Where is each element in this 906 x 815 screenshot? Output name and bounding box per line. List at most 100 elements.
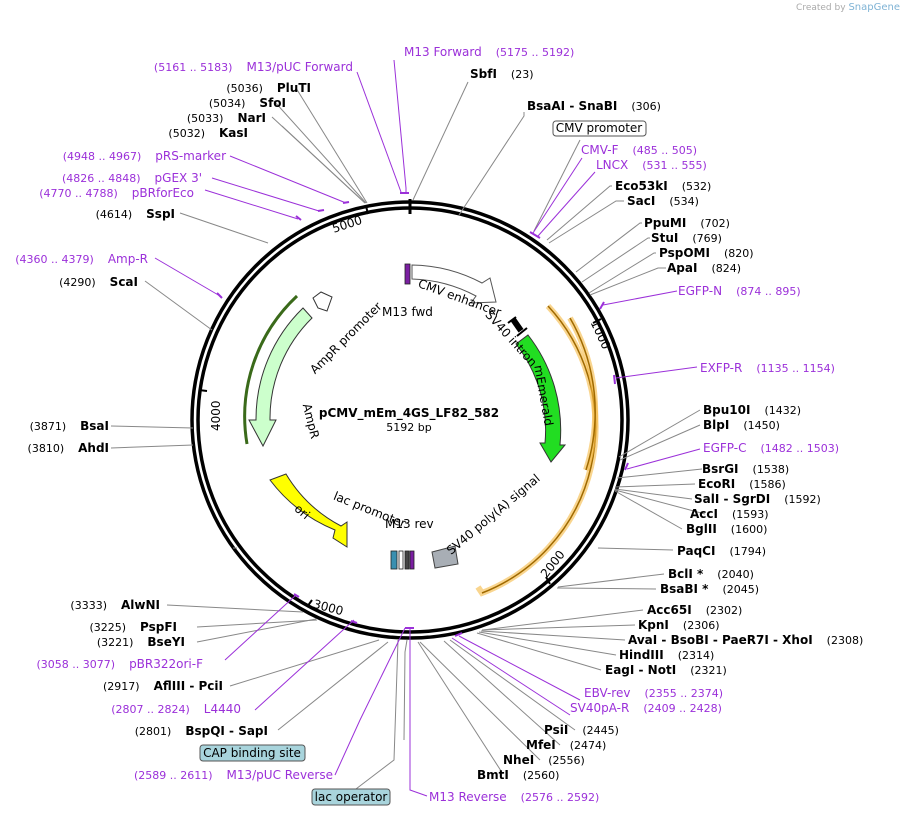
boxed-feature-labels: CMV promoter CAP binding site lac operat… <box>199 120 647 806</box>
label-m13-rev: M13 rev <box>385 517 434 531</box>
primer-sv40pa-r[interactable]: SV40pA-R(2409 .. 2428) <box>570 701 722 715</box>
enzyme-psii[interactable]: PsiI(2445) <box>544 723 619 737</box>
enzyme-bseyi[interactable]: (3221)BseYI <box>97 635 185 649</box>
primer-leaders <box>154 59 701 797</box>
tick-1000 <box>592 318 602 324</box>
primer-m13puc-forward[interactable]: (5161 .. 5183)M13/pUC Forward <box>154 60 353 74</box>
cap-binding-site-box[interactable] <box>199 744 306 762</box>
enzyme-apai[interactable]: ApaI(824) <box>667 261 741 275</box>
enzyme-acci[interactable]: AccI(1593) <box>690 507 769 521</box>
primer-ticks <box>216 192 629 637</box>
tick-label-4000: 4000 <box>209 400 223 431</box>
enzyme-bcli[interactable]: BclI *(2040) <box>668 567 754 581</box>
plasmid-name: pCMV_mEm_4GS_LF82_582 <box>319 406 499 421</box>
m13-rev-primer-block[interactable] <box>409 550 415 570</box>
enzyme-blpi[interactable]: BlpI(1450) <box>703 418 780 432</box>
primer-m13-forward[interactable]: M13 Forward(5175 .. 5192) <box>404 45 574 59</box>
primer-l4440[interactable]: (2807 .. 2824)L4440 <box>111 702 241 716</box>
enzyme-sali[interactable]: SalI - SgrDI(1592) <box>694 492 821 506</box>
primer-m13-reverse[interactable]: M13 Reverse(2576 .. 2592) <box>429 790 599 804</box>
enzyme-stui[interactable]: StuI(769) <box>651 231 722 245</box>
enzyme-ahdi[interactable]: (3810)AhdI <box>28 441 109 455</box>
credit-prefix: Created by <box>796 3 846 13</box>
sv40-intron-cap1 <box>507 316 517 324</box>
m13-fwd-block[interactable] <box>404 263 411 285</box>
cmv-promoter-box[interactable] <box>552 120 647 137</box>
sv40-polya-block[interactable] <box>431 545 459 569</box>
primer-pbr322ori-f[interactable]: (3058 .. 3077)pBR322ori-F <box>37 657 204 671</box>
enzyme-eagi[interactable]: EagI - NotI(2321) <box>605 663 727 677</box>
primer-labels: M13 Forward(5175 .. 5192) (5161 .. 5183)… <box>15 45 839 804</box>
enzyme-acc65i[interactable]: Acc65I(2302) <box>647 603 742 617</box>
enzyme-pspomi[interactable]: PspOMI(820) <box>659 246 754 260</box>
enzyme-sfoi[interactable]: (5034)SfoI <box>209 96 286 110</box>
enzyme-ppumi[interactable]: PpuMI(702) <box>644 216 730 230</box>
enzyme-labels: SbfI(23) BsaAI - SnaBI(306) Eco53kI(532)… <box>28 67 864 782</box>
enzyme-kasi[interactable]: (5032)KasI <box>168 126 248 140</box>
lac-promoter-block[interactable] <box>390 550 398 570</box>
primer-amp-r[interactable]: (4360 .. 4379)Amp-R <box>15 252 148 266</box>
enzyme-avai[interactable]: AvaI - BsoBI - PaeR7I - XhoI(2308) <box>628 633 863 647</box>
enzyme-bsrgi[interactable]: BsrGI(1538) <box>702 462 789 476</box>
primer-ebv-rev[interactable]: EBV-rev(2355 .. 2374) <box>584 686 723 700</box>
enzyme-alwni[interactable]: (3333)AlwNI <box>70 598 160 612</box>
tick-2000 <box>545 576 551 585</box>
enzyme-pluti[interactable]: (5036)PluTI <box>226 81 311 95</box>
label-ampr-promoter: AmpR promoter <box>307 299 384 376</box>
primer-pbrforeco[interactable]: (4770 .. 4788)pBRforEco <box>39 186 194 200</box>
primer-egfp-c[interactable]: EGFP-C(1482 .. 1503) <box>703 441 839 455</box>
feature-arcs <box>243 263 599 597</box>
m13-rev-block[interactable] <box>404 550 410 570</box>
plasmid-length: 5192 bp <box>386 421 431 434</box>
sv40-intron-mark[interactable] <box>510 317 524 333</box>
enzyme-nari[interactable]: (5033)NarI <box>187 111 266 125</box>
enzyme-mfei[interactable]: MfeI(2474) <box>526 738 606 752</box>
enzyme-bmti[interactable]: BmtI(2560) <box>477 768 559 782</box>
ampr-promoter-arrow[interactable] <box>312 291 333 312</box>
primer-cmv-f[interactable]: CMV-F(485 .. 505) <box>581 143 697 157</box>
ampr-dark-outline <box>243 294 299 445</box>
enzyme-nhei[interactable]: NheI(2556) <box>503 753 585 767</box>
cmv-enhancer-arrow[interactable] <box>411 264 497 304</box>
enzyme-sspi[interactable]: (4614)SspI <box>96 207 175 221</box>
memerald-arrow[interactable] <box>515 334 567 463</box>
primer-pgex3[interactable]: (4826 .. 4848)pGEX 3' <box>62 171 202 185</box>
enzyme-paqci[interactable]: PaqCI(1794) <box>677 544 766 558</box>
snapgene-credit: Created by SnapGene <box>796 2 900 13</box>
credit-brand: SnapGene <box>848 2 900 13</box>
enzyme-eco53ki[interactable]: Eco53kI(532) <box>615 179 711 193</box>
leader-lines <box>110 81 706 793</box>
primer-m13puc-reverse[interactable]: (2589 .. 2611)M13/pUC Reverse <box>134 768 333 782</box>
ampr-arrow[interactable] <box>248 307 313 448</box>
tick-5000 <box>365 205 369 215</box>
enzyme-saci[interactable]: SacI(534) <box>627 194 699 208</box>
enzyme-afliii[interactable]: (2917)AflIII - PciI <box>103 679 223 693</box>
primer-egfp-n[interactable]: EGFP-N(874 .. 895) <box>678 284 801 298</box>
primer-lncx[interactable]: LNCX(531 .. 555) <box>596 158 707 172</box>
label-m13-fwd: M13 fwd <box>382 305 433 319</box>
enzyme-bspqi[interactable]: (2801)BspQI - SapI <box>135 724 268 738</box>
primer-prs-marker[interactable]: (4948 .. 4967)pRS-marker <box>63 149 226 163</box>
cap-binding-site-label: CAP binding site <box>203 746 301 760</box>
enzyme-ecori[interactable]: EcoRI(1586) <box>698 477 786 491</box>
enzyme-scai[interactable]: (4290)ScaI <box>59 275 138 289</box>
tick-3000 <box>306 599 313 608</box>
ori-arrow[interactable] <box>269 473 348 548</box>
enzyme-bsai[interactable]: (3871)BsaI <box>30 419 109 433</box>
sv40-intron-cap2 <box>516 327 528 337</box>
enzyme-kpni[interactable]: KpnI(2306) <box>638 618 719 632</box>
enzyme-bsaai[interactable]: BsaAI - SnaBI(306) <box>527 99 661 113</box>
enzyme-bglii[interactable]: BglII(1600) <box>686 522 767 536</box>
lac-operator-block[interactable] <box>398 550 404 570</box>
enzyme-bpu10i[interactable]: Bpu10I(1432) <box>703 403 801 417</box>
label-sv40-polya: SV40 poly(A) signal <box>444 471 543 557</box>
lac-operator-box[interactable] <box>311 788 391 806</box>
enzyme-hindiii[interactable]: HindIII(2314) <box>619 648 714 662</box>
primer-exfp-r[interactable]: EXFP-R(1135 .. 1154) <box>700 361 835 375</box>
orf-outer-line <box>481 305 597 594</box>
enzyme-bsabi[interactable]: BsaBI *(2045) <box>660 582 759 596</box>
orf-inner-line <box>569 317 596 471</box>
enzyme-pspfi[interactable]: (3225)PspFI <box>89 620 177 634</box>
enzyme-sbfi[interactable]: SbfI(23) <box>470 67 534 81</box>
